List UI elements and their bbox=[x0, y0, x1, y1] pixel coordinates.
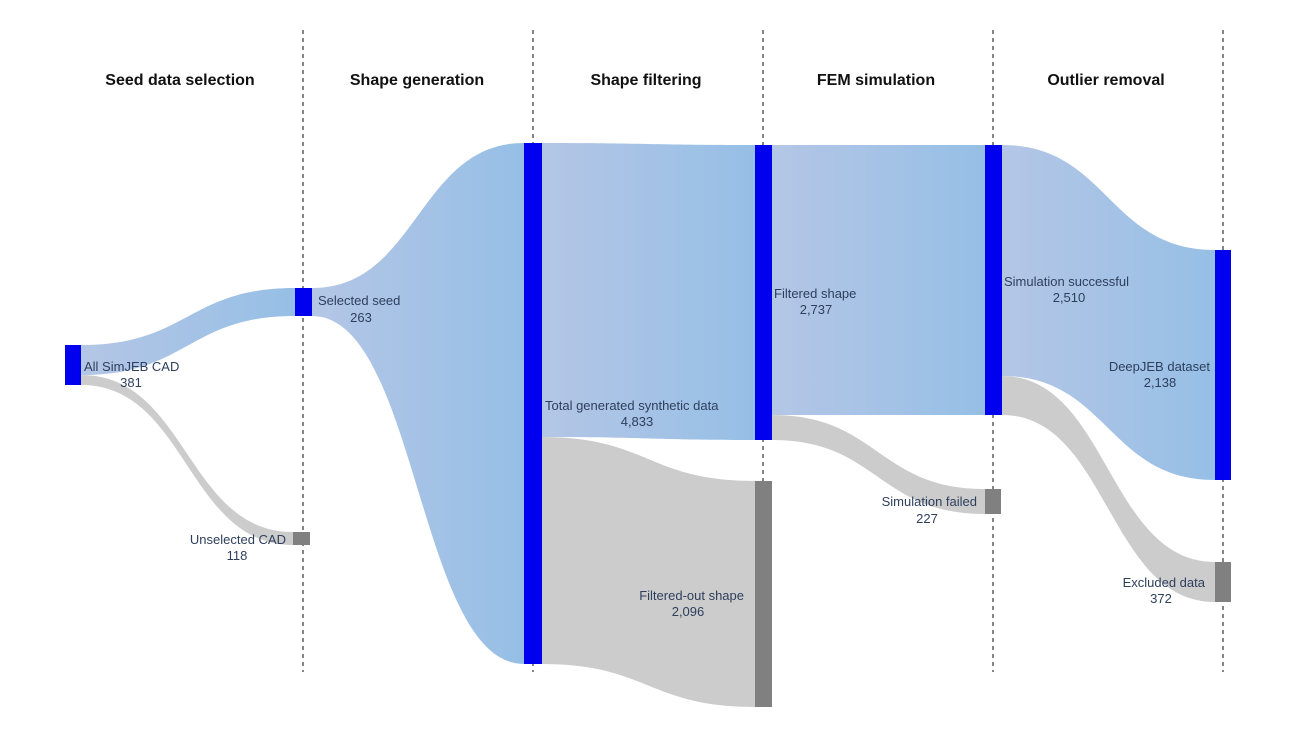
label-deepjeb-name: DeepJEB dataset bbox=[1109, 359, 1211, 374]
label-deepjeb-value: 2,138 bbox=[1144, 375, 1177, 390]
node-all-simjeb-cad bbox=[65, 345, 81, 385]
node-filtered-out-shape bbox=[755, 481, 772, 707]
stage-title-shape-filtering: Shape filtering bbox=[590, 72, 701, 89]
label-unselected-name: Unselected CAD bbox=[190, 532, 286, 547]
label-success-name: Simulation successful bbox=[1004, 274, 1129, 289]
node-selected-seed bbox=[295, 288, 312, 316]
stage-title-fem-simulation: FEM simulation bbox=[817, 72, 935, 89]
node-excluded-data bbox=[1215, 562, 1231, 602]
link-generated-to-filtered bbox=[542, 143, 755, 440]
label-excluded-value: 372 bbox=[1150, 591, 1172, 606]
node-simulation-failed bbox=[985, 489, 1001, 514]
label-excluded-name: Excluded data bbox=[1123, 575, 1206, 590]
link-success-to-deepjeb bbox=[1002, 145, 1215, 480]
label-generated-name: Total generated synthetic data bbox=[545, 398, 719, 413]
link-success-to-excluded bbox=[1002, 376, 1215, 602]
node-deepjeb-dataset bbox=[1215, 250, 1231, 480]
label-filteredout-value: 2,096 bbox=[672, 604, 705, 619]
sankey-nodes bbox=[65, 143, 1231, 707]
label-generated-value: 4,833 bbox=[621, 414, 654, 429]
label-success-value: 2,510 bbox=[1053, 290, 1086, 305]
node-filtered-shape bbox=[755, 145, 772, 440]
link-filtered-to-success bbox=[772, 145, 985, 415]
stage-title-seed-data-selection: Seed data selection bbox=[105, 72, 254, 89]
label-all-name: All SimJEB CAD bbox=[84, 359, 179, 374]
stage-title-outlier-removal: Outlier removal bbox=[1047, 72, 1164, 89]
label-filteredout-name: Filtered-out shape bbox=[639, 588, 744, 603]
node-unselected-cad bbox=[293, 532, 310, 545]
label-failed-name: Simulation failed bbox=[882, 494, 977, 509]
link-all-to-unselected bbox=[81, 375, 293, 545]
label-unselected-value: 118 bbox=[227, 548, 248, 563]
label-selected-value: 263 bbox=[350, 310, 372, 325]
label-all-value: 381 bbox=[120, 375, 142, 390]
stage-titles: Seed data selection Shape generation Sha… bbox=[105, 72, 1164, 89]
node-total-generated bbox=[524, 143, 542, 664]
sankey-links bbox=[81, 143, 1215, 707]
link-generated-to-filteredout bbox=[542, 437, 755, 707]
link-selected-to-generated bbox=[312, 143, 524, 664]
link-all-to-selected bbox=[81, 288, 295, 375]
label-failed-value: 227 bbox=[916, 511, 938, 526]
label-selected-name: Selected seed bbox=[318, 293, 400, 308]
label-filtered-name: Filtered shape bbox=[774, 286, 856, 301]
label-filtered-value: 2,737 bbox=[800, 302, 833, 317]
sankey-labels: All SimJEB CAD 381 Selected seed 263 Uns… bbox=[84, 274, 1210, 619]
stage-title-shape-generation: Shape generation bbox=[350, 72, 484, 89]
link-filtered-to-failed bbox=[772, 415, 985, 514]
node-simulation-successful bbox=[985, 145, 1002, 415]
